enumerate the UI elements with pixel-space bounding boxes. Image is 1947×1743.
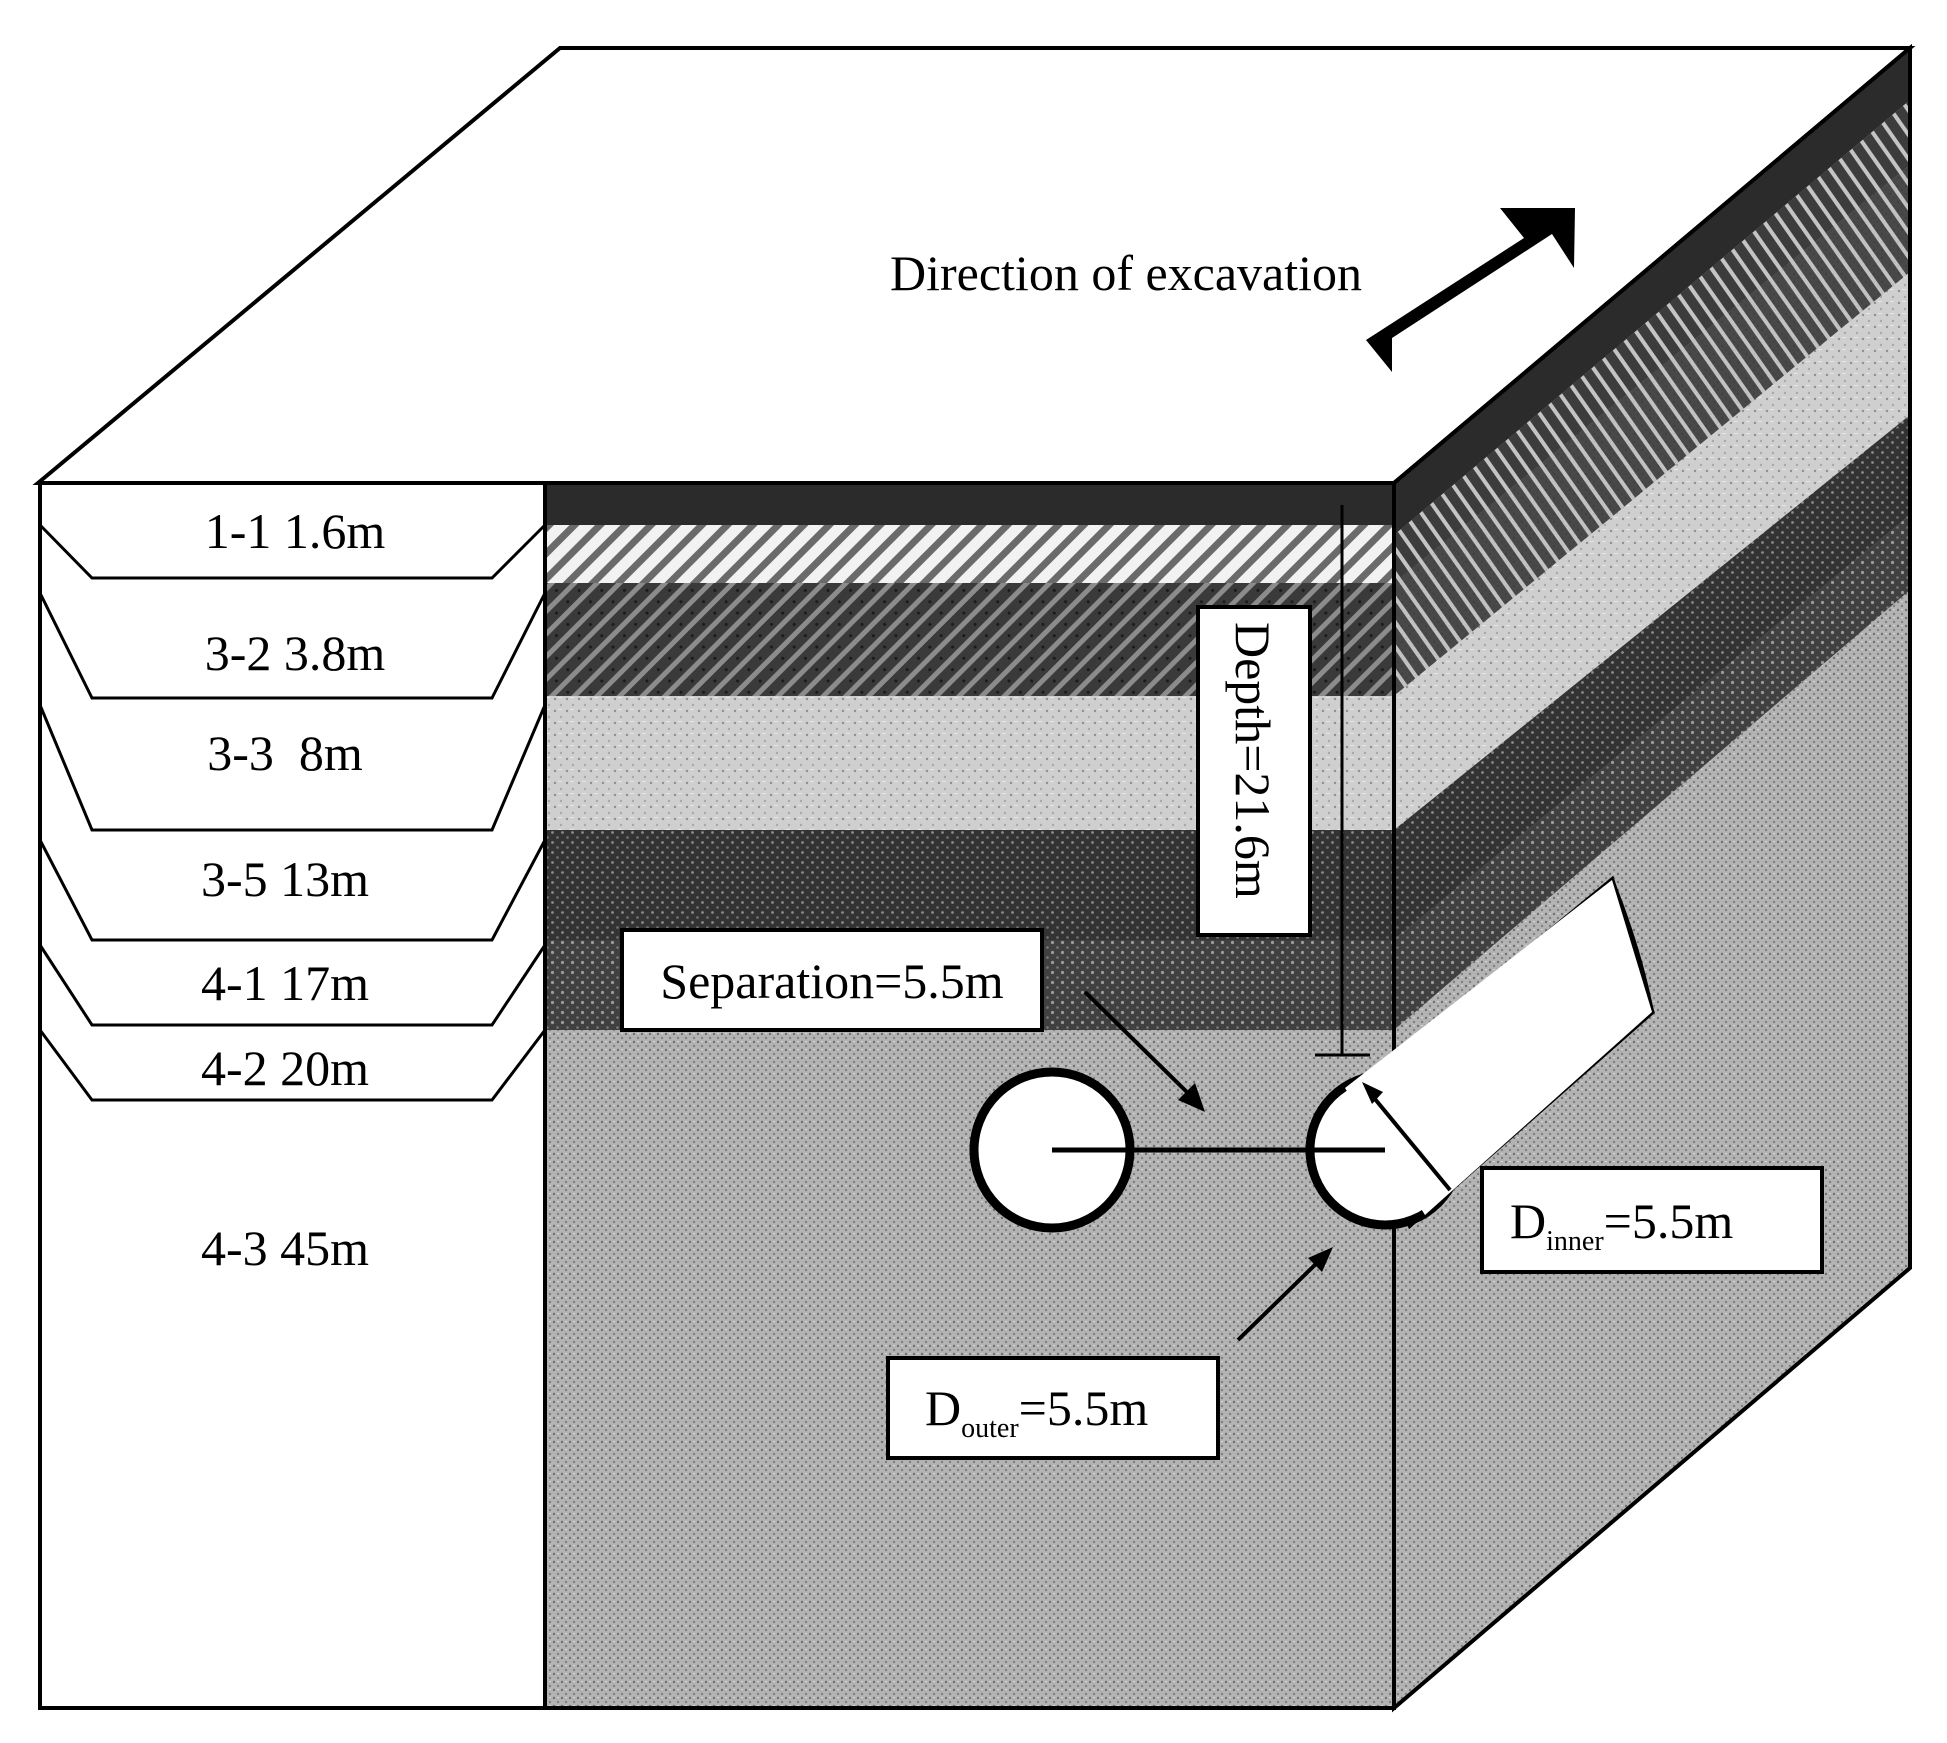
stratum-1-1b-front (545, 525, 1394, 583)
stratum-hatch-right (1394, 100, 1910, 583)
d-inner-callout: Dinner=5.5m (1362, 1082, 1824, 1274)
d-outer-label: Douter=5.5m (925, 1380, 1148, 1444)
layer-label-3-5: 3-5 13m (201, 851, 369, 907)
label-bracket-4-1 (38, 944, 547, 1027)
label-bracket-3-2 (38, 592, 547, 700)
d-inner-value: =5.5m (1604, 1193, 1734, 1249)
d-outer-symbol: D (925, 1380, 961, 1436)
direction-label: Direction of excavation (890, 245, 1362, 301)
direction-arrow-icon (1366, 208, 1575, 372)
layer-labels: 1-1 1.6m 3-2 3.8m 3-3 8m 3-5 13m 4-1 17m… (201, 503, 385, 1276)
depth-dimension (1315, 505, 1370, 1057)
right-tunnel (1305, 875, 1655, 1230)
d-outer-value: =5.5m (1019, 1380, 1149, 1436)
layer-label-3-2: 3-2 3.8m (205, 625, 386, 681)
d-outer-subscript: outer (961, 1413, 1019, 1444)
label-bracket-1-1 (38, 523, 547, 580)
d-inner-subscript: inner (1546, 1226, 1604, 1257)
layer-label-shapes (38, 523, 547, 1102)
layer-label-1-1: 1-1 1.6m (205, 503, 386, 559)
stratum-1-1-front (545, 483, 1394, 525)
label-bracket-3-5 (38, 839, 547, 942)
layer-label-4-2: 4-2 20m (201, 1040, 369, 1096)
label-bracket-3-3 (38, 704, 547, 832)
right-face-strata (1392, 43, 1912, 1713)
d-inner-arrowhead-icon (1362, 1082, 1383, 1104)
separation-arrowhead-icon (1178, 1083, 1205, 1112)
layer-label-3-3: 3-3 8m (207, 725, 363, 781)
d-outer-callout: Douter=5.5m (886, 1247, 1333, 1460)
label-bracket-4-2 (38, 1029, 547, 1102)
stratum-1-1-right (1394, 48, 1910, 535)
separation-callout: Separation=5.5m (620, 928, 1205, 1112)
d-outer-arrowhead-icon (1308, 1247, 1333, 1272)
depth-label: Depth=21.6m (1225, 622, 1281, 899)
layer-label-4-1: 4-1 17m (201, 955, 369, 1011)
d-inner-symbol: D (1510, 1193, 1546, 1249)
stratum-3-2-right (1394, 165, 1910, 696)
depth-callout: Depth=21.6m (1196, 605, 1312, 937)
label-column (38, 481, 547, 1710)
stratum-3-5-right (1394, 415, 1910, 940)
d-inner-label: Dinner=5.5m (1510, 1193, 1733, 1257)
layer-label-4-3: 4-3 45m (201, 1220, 369, 1276)
stratum-4-1-right (1394, 515, 1910, 1030)
separation-label: Separation=5.5m (660, 953, 1004, 1009)
stratum-3-3-right (1394, 272, 1910, 830)
